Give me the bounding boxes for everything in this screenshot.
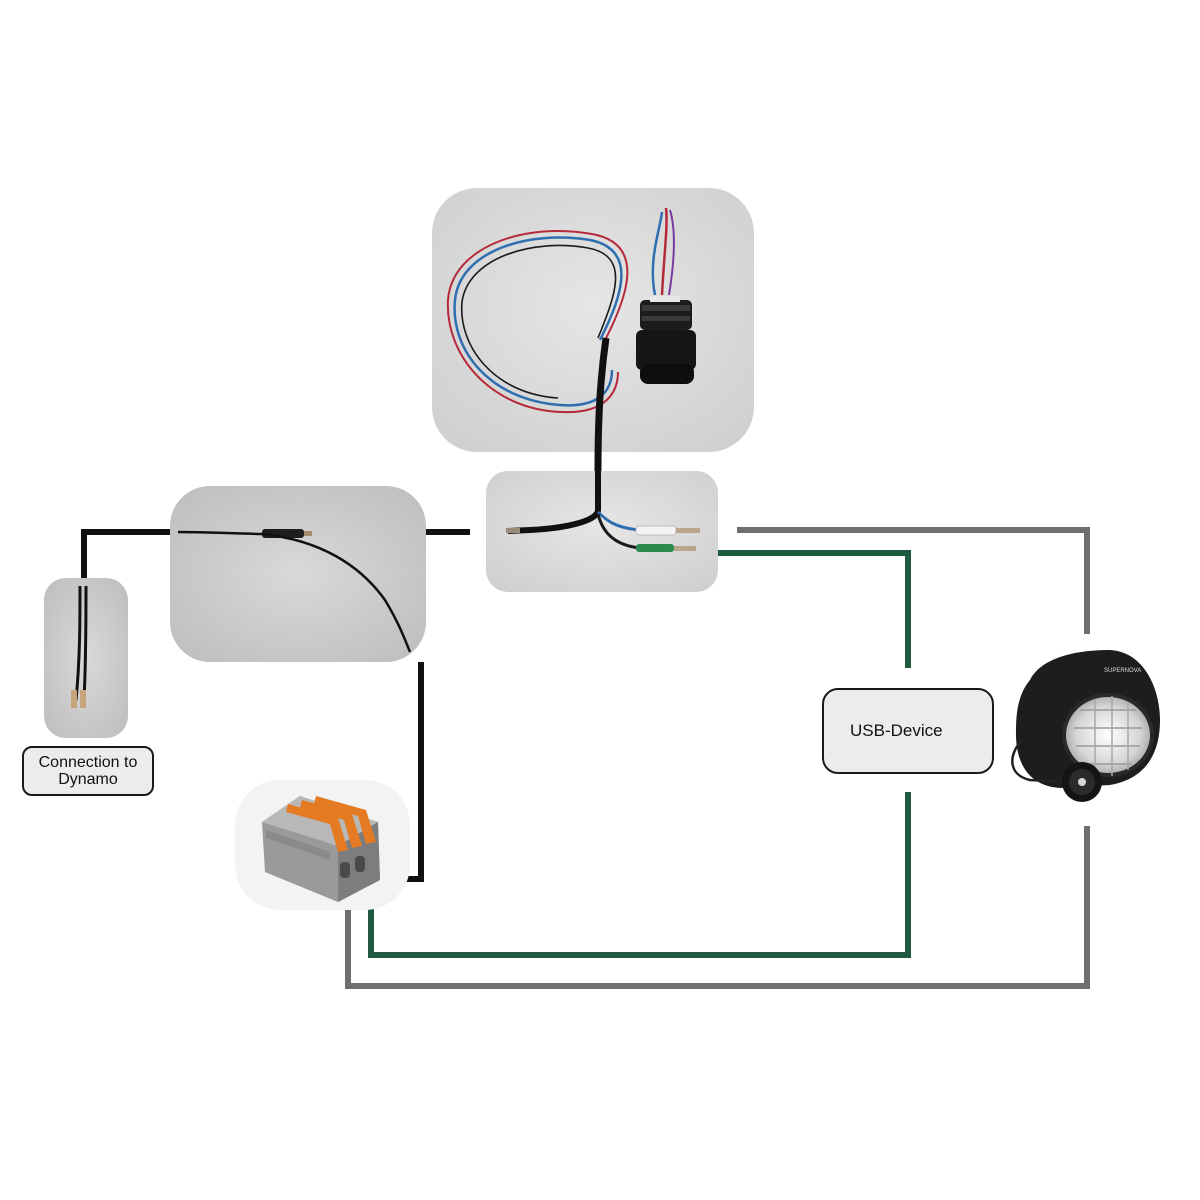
- dynamo-label-line2: Dynamo: [58, 771, 118, 788]
- usb-device-label: USB-Device: [822, 688, 994, 774]
- black-cable-loop: [460, 244, 617, 399]
- gray-wire-lower: [345, 826, 1090, 989]
- lever-connector-photo: [235, 780, 410, 910]
- headlight-icon: SUPERNOVA: [1011, 650, 1160, 802]
- spliced-cable: [177, 530, 269, 536]
- cable-ends-photo: [486, 470, 718, 592]
- dynamo-wires-photo: [44, 578, 128, 738]
- heat-shrink-cable: [594, 337, 610, 520]
- blue-cable-loop: [453, 236, 623, 407]
- green-wire-lower: [368, 792, 911, 958]
- black-wire-dynamo: [81, 529, 178, 585]
- headlight-photo: SUPERNOVA: [1011, 650, 1160, 802]
- dynamo-label-line1: Connection to: [38, 754, 138, 771]
- gray-wire-upper: [737, 527, 1090, 634]
- lever-connector-icon: [262, 796, 380, 902]
- dynamo-connection-label: Connection to Dynamo: [22, 746, 154, 796]
- connection-lines: [81, 527, 1090, 989]
- cable-splice-photo: [170, 486, 426, 662]
- usb-socket-icon: [636, 296, 696, 384]
- green-wire-upper: [716, 550, 911, 668]
- usb-device-text: USB-Device: [850, 721, 943, 740]
- red-cable-loop: [446, 230, 629, 414]
- usb-socket-photo: [432, 188, 754, 520]
- svg-text:SUPERNOVA: SUPERNOVA: [1104, 668, 1141, 674]
